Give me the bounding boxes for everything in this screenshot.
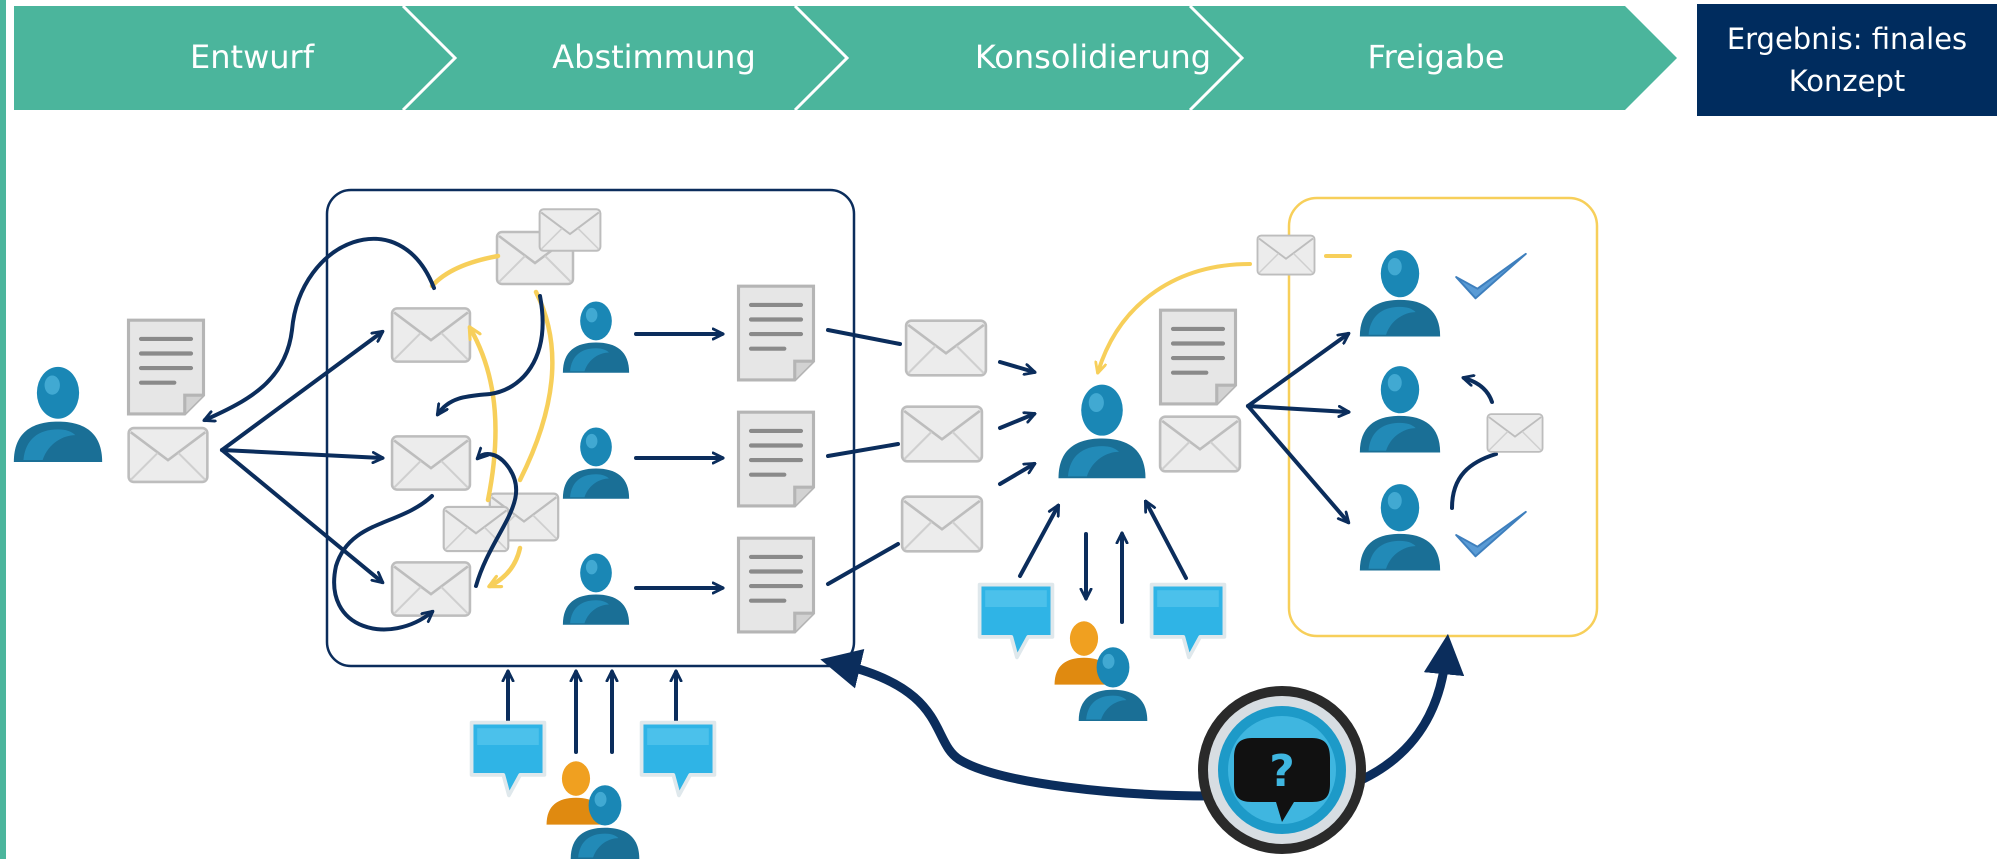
- consolidation-stakeholder-arrows: [1018, 502, 1188, 624]
- consolidation-mail-1-icon: [904, 319, 988, 377]
- stakeholder-input-arrows: [508, 672, 676, 754]
- consolidation-comment-right-icon: [1149, 582, 1227, 660]
- approval-feedback-mail-icon: [1256, 234, 1316, 276]
- internal-loop-arrows: [205, 236, 545, 632]
- cross-mail-stacked-icon: [442, 505, 510, 553]
- approval-frame: [1287, 196, 1599, 638]
- consolidation-mail-2-icon: [900, 405, 984, 463]
- result-label: Ergebnis: finales Konzept: [1726, 22, 1968, 98]
- consolidation-comment-left-icon: [977, 582, 1055, 660]
- approver-2-person-icon: [1359, 366, 1441, 453]
- approval-loop-mail-icon: [1486, 413, 1544, 453]
- step-label-freigabe: Freigabe: [1367, 38, 1504, 76]
- stakeholder-comment-left-icon: [469, 720, 547, 798]
- forward-mail-stacked-icon: [538, 208, 602, 252]
- consolidated-mail-icon: [1158, 415, 1242, 473]
- left-accent-bar: [0, 0, 6, 859]
- approval-feedback-arrow: [1098, 262, 1252, 372]
- approved-3-check-icon: [1455, 510, 1527, 558]
- approval-distribution-arrows: [1246, 334, 1348, 522]
- approved-1-check-icon: [1455, 252, 1527, 300]
- consolidation-mail-3-icon: [900, 495, 984, 553]
- stakeholder-comment-right-icon: [639, 720, 717, 798]
- process-chevron-bar: Entwurf Abstimmung Konsolidierung Freiga…: [14, 4, 1677, 112]
- step-label-konsolidierung: Konsolidierung: [975, 38, 1211, 76]
- review-mail-1-icon: [390, 307, 472, 363]
- result-box: Ergebnis: finales Konzept: [1697, 4, 1997, 116]
- chevron-freigabe: [1190, 6, 1677, 110]
- distribution-arrows: [220, 332, 382, 582]
- rework-return-arrow: [820, 648, 1215, 801]
- chevron-konsolidierung: [795, 6, 1242, 110]
- reviewed-document-1-icon: [739, 286, 814, 380]
- author-person-icon: [13, 366, 103, 462]
- reviewer-1-person-icon: [562, 301, 630, 373]
- reviewer-output-arrows: [634, 334, 722, 588]
- review-mail-3-icon: [390, 561, 472, 617]
- abstimmung-frame: [325, 188, 856, 668]
- help-question-mark: ?: [1269, 746, 1295, 797]
- reviewed-document-3-icon: [739, 538, 814, 632]
- step-label-entwurf: Entwurf: [190, 38, 315, 76]
- review-mail-2-icon: [390, 435, 472, 491]
- approver-3-person-icon: [1359, 484, 1441, 571]
- reviewer-2-person-icon: [562, 427, 630, 499]
- draft-document-icon: [129, 320, 204, 414]
- reviewer-3-person-icon: [562, 553, 630, 625]
- consolidator-person-icon: [1058, 384, 1146, 479]
- chevron-abstimmung: [403, 6, 847, 110]
- consolidated-document-icon: [1161, 310, 1236, 404]
- escalation-arrow: [1347, 633, 1465, 789]
- approver-1-person-icon: [1359, 250, 1441, 337]
- consolidation-arrows: [826, 328, 1034, 586]
- approval-loop-arrows: [1450, 378, 1498, 510]
- step-label-abstimmung: Abstimmung: [552, 38, 756, 76]
- chevron-separators: [401, 4, 1245, 112]
- help-question-icon: ?: [1198, 686, 1366, 854]
- reviewed-document-2-icon: [739, 412, 814, 506]
- draft-mail-icon: [127, 426, 209, 484]
- chevron-entwurf: [14, 6, 455, 110]
